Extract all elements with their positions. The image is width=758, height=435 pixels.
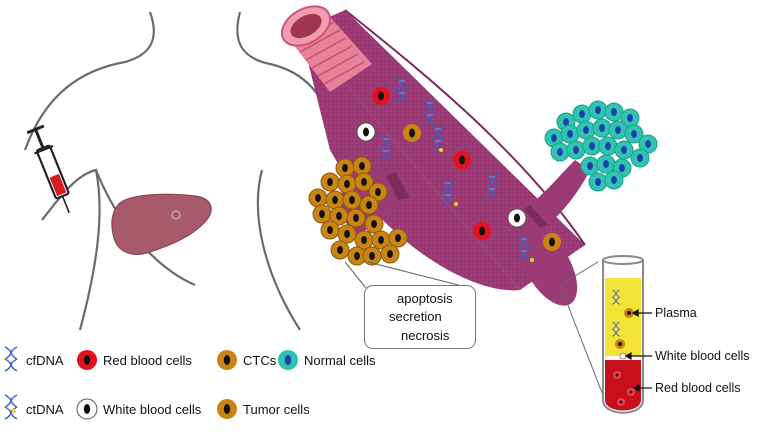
callout-lines bbox=[344, 261, 609, 409]
cluster-cell-nucleus bbox=[369, 251, 375, 261]
cluster-cell-nucleus bbox=[375, 187, 381, 197]
cluster-cell-nucleus bbox=[645, 139, 651, 149]
red-blood-cell-icon bbox=[77, 350, 97, 370]
normal-cell-icon bbox=[278, 350, 298, 370]
legend-ctcs-label: CTCs bbox=[243, 353, 277, 368]
vessel-white-blood-cells bbox=[356, 122, 527, 228]
cluster-cell-nucleus bbox=[557, 147, 563, 157]
legend-red-blood-cells-label: Red blood cells bbox=[103, 353, 192, 368]
cluster-cell-nucleus bbox=[344, 179, 350, 189]
cluster-cell-nucleus bbox=[336, 211, 342, 221]
white-blood-cell-icon bbox=[76, 398, 98, 420]
cluster-cell-nucleus bbox=[637, 153, 643, 163]
cluster-cell-nucleus bbox=[387, 249, 393, 259]
cluster-cell-nucleus bbox=[349, 195, 355, 205]
cluster-cell-nucleus bbox=[567, 129, 573, 139]
cluster-cell-nucleus bbox=[315, 193, 321, 203]
legend-white-blood-cells-label: White blood cells bbox=[103, 402, 202, 417]
cluster-cell-nucleus bbox=[319, 209, 325, 219]
cluster-cell-nucleus bbox=[361, 177, 367, 187]
cluster-cell-nucleus bbox=[327, 225, 333, 235]
cluster-cell-nucleus bbox=[631, 129, 637, 139]
release-item-apoptosis: apoptosis bbox=[397, 291, 453, 306]
tube-white-blood-cells-label: White blood cells bbox=[655, 349, 750, 363]
test-tube bbox=[602, 255, 644, 414]
cluster-cell-nucleus bbox=[354, 251, 360, 261]
cluster-cell-nucleus bbox=[611, 175, 617, 185]
cluster-cell-nucleus bbox=[583, 125, 589, 135]
cluster-cell-nucleus bbox=[327, 177, 333, 187]
cluster-cell-nucleus bbox=[563, 117, 569, 127]
vessel-red-blood-cells bbox=[372, 87, 491, 240]
cluster-cell-nucleus bbox=[342, 163, 348, 173]
ctdna-icon bbox=[4, 394, 18, 420]
cluster-cell-nucleus bbox=[595, 177, 601, 187]
cfdna-icon bbox=[4, 346, 18, 372]
cluster-cell-nucleus bbox=[605, 141, 611, 151]
legend-tumor-cells-label: Tumor cells bbox=[243, 402, 310, 417]
legend-icons bbox=[4, 346, 298, 420]
cluster-cell-nucleus bbox=[551, 133, 557, 143]
cluster-cell-nucleus bbox=[587, 161, 593, 171]
tumor-cell-cluster bbox=[308, 156, 408, 266]
cluster-cell-nucleus bbox=[366, 200, 372, 210]
legend-normal-cells-label: Normal cells bbox=[304, 353, 376, 368]
cluster-cell-nucleus bbox=[611, 107, 617, 117]
vessel-ctcs bbox=[403, 124, 561, 251]
legend-ctdna-label: ctDNA bbox=[26, 402, 64, 417]
release-item-secretion: secretion bbox=[389, 309, 442, 324]
cluster-cell-nucleus bbox=[599, 123, 605, 133]
tube-plasma-label: Plasma bbox=[655, 306, 697, 320]
vessel-cfdna-fragments bbox=[379, 77, 534, 262]
cluster-cell-nucleus bbox=[615, 125, 621, 135]
vessel-wall bbox=[280, 5, 372, 92]
cluster-cell-nucleus bbox=[589, 141, 595, 151]
liver-icon bbox=[111, 193, 212, 255]
cluster-cell-nucleus bbox=[371, 219, 377, 229]
body-outline bbox=[23, 11, 332, 331]
syringe-icon bbox=[26, 124, 70, 214]
cluster-cell-nucleus bbox=[619, 163, 625, 173]
cluster-cell-nucleus bbox=[595, 105, 601, 115]
cluster-cell-nucleus bbox=[344, 229, 350, 239]
release-mechanism-box: apoptosis secretion necrosis bbox=[364, 285, 476, 349]
cluster-cell-nucleus bbox=[573, 145, 579, 155]
tube-arrows bbox=[624, 308, 652, 393]
cluster-cell-nucleus bbox=[603, 159, 609, 169]
cluster-cell-nucleus bbox=[621, 145, 627, 155]
ctc-icon bbox=[217, 350, 237, 370]
tumor-cell-icon bbox=[217, 399, 237, 419]
legend-cfdna-label: cfDNA bbox=[26, 353, 64, 368]
cluster-cell-nucleus bbox=[579, 109, 585, 119]
cluster-cell-nucleus bbox=[359, 161, 365, 171]
tube-red-blood-cells-label: Red blood cells bbox=[655, 381, 741, 395]
cluster-cell-nucleus bbox=[361, 235, 367, 245]
cluster-cell-nucleus bbox=[337, 245, 343, 255]
normal-cell-cluster bbox=[544, 100, 658, 192]
cluster-cell-nucleus bbox=[395, 233, 401, 243]
cluster-cell-nucleus bbox=[378, 235, 384, 245]
cluster-cell-nucleus bbox=[332, 195, 338, 205]
release-item-necrosis: necrosis bbox=[401, 328, 450, 343]
cluster-cell-nucleus bbox=[353, 213, 359, 223]
cluster-cell-nucleus bbox=[627, 113, 633, 123]
